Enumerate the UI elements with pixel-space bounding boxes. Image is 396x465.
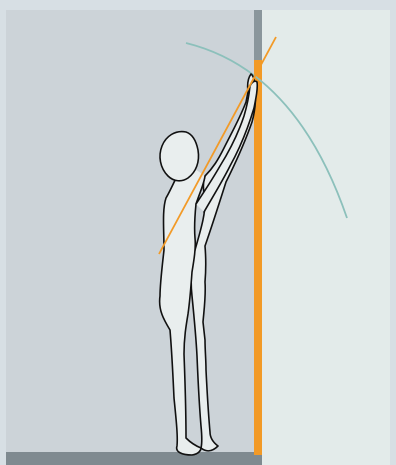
outer-panel (262, 10, 390, 465)
room-panel (6, 10, 254, 452)
floor (6, 452, 262, 465)
measuring-strip-icon (254, 60, 262, 455)
wall-cap (254, 10, 262, 60)
